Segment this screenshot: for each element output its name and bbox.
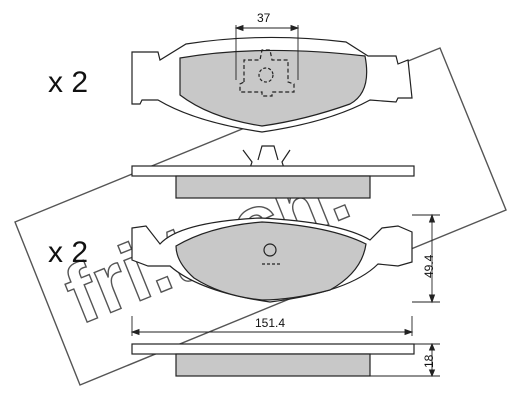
top-spring-clip [242, 145, 291, 169]
top-clip-outline [239, 49, 295, 97]
top-side-plate [131, 165, 415, 177]
top-side-friction [175, 175, 371, 199]
dim-thickness [370, 342, 440, 378]
bottom-side-plate [131, 343, 415, 355]
top-pad-side-view [131, 145, 415, 199]
dim-length [130, 316, 414, 336]
bottom-quantity-label: x 2 [48, 236, 88, 269]
bottom-friction-pad [175, 221, 367, 301]
bottom-pad-side-view [131, 343, 415, 377]
dim-width [234, 24, 300, 80]
bottom-wear-indicator [263, 243, 277, 257]
dim-width-label: 37 [257, 11, 271, 25]
top-pad-front-view [131, 36, 413, 133]
dim-length-label: 151.4 [255, 316, 285, 330]
bottom-side-friction [175, 353, 371, 377]
bottom-pad-view [131, 217, 413, 303]
top-quantity-label: x 2 [48, 66, 88, 99]
dim-thickness-label: 18 [422, 354, 436, 368]
dim-height [412, 213, 440, 304]
top-pin-hole [258, 67, 274, 83]
top-friction-pad [179, 49, 368, 127]
dim-height-label: 49.4 [422, 254, 436, 278]
